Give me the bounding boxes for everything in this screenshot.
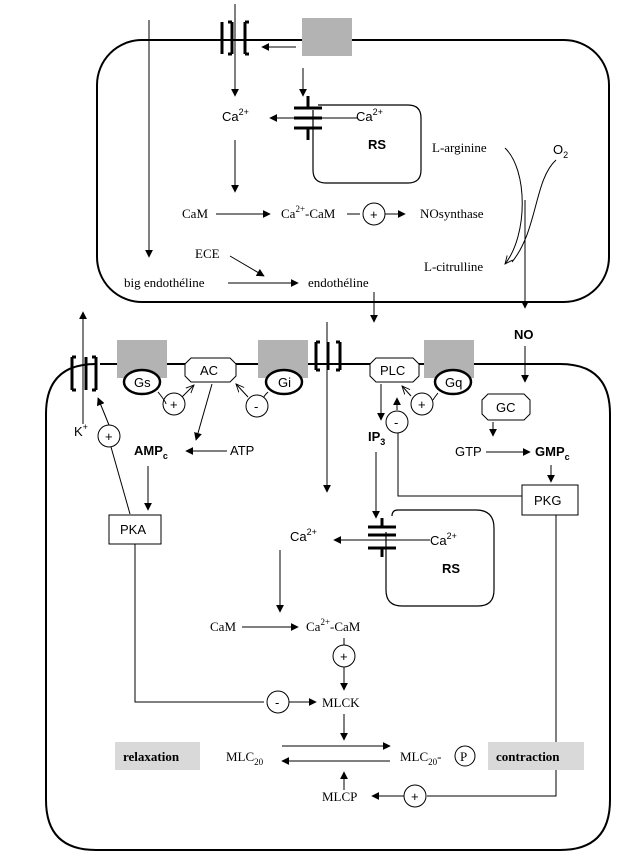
arrow-ece xyxy=(229,255,265,277)
ac-label: AC xyxy=(200,363,218,378)
gi-label: Gi xyxy=(278,375,291,390)
no-label: NO xyxy=(514,327,534,342)
plus-sign-gs: + xyxy=(170,397,178,412)
minus-sign-gi: - xyxy=(254,399,258,414)
endo-ca-rs: Ca2+ xyxy=(356,107,383,124)
pkg-label: PKG xyxy=(534,493,561,508)
endothelial-rs xyxy=(312,104,422,184)
relaxation-bg xyxy=(115,742,200,770)
k-channel xyxy=(70,355,98,392)
plus-sign-mlcp: + xyxy=(411,789,419,804)
plus-sign-gq: + xyxy=(418,397,426,412)
amp-label: AMPc xyxy=(134,443,168,461)
phosphate-circle xyxy=(454,745,476,767)
endo-cam: CaM xyxy=(182,206,208,221)
endothelial-receptor xyxy=(302,18,352,56)
endo-rs-label: RS xyxy=(368,137,386,152)
ac-enzyme xyxy=(184,357,237,383)
endothelial-membrane-channel xyxy=(220,20,249,56)
smc-ca-rs: Ca2+ xyxy=(430,531,457,548)
contraction-bg xyxy=(488,742,584,770)
pkg-box xyxy=(521,484,579,516)
minus-circle-pkg xyxy=(385,410,409,434)
plus-sign-endo: + xyxy=(370,207,378,222)
plus-circle-gs xyxy=(162,392,186,416)
gi-protein xyxy=(264,368,304,396)
endo-ca-cam: Ca2+-CaM xyxy=(281,204,336,221)
plc-enzyme xyxy=(369,357,420,383)
line-o2-consumption xyxy=(511,159,557,263)
atp-label: ATP xyxy=(230,443,254,458)
line-gi-to-minus xyxy=(263,391,269,398)
l-citrulline: L-citrulline xyxy=(424,259,483,274)
arrow-plus-to-ac xyxy=(181,385,194,398)
gq-label: Gq xyxy=(445,375,462,390)
smc-membrane-channel xyxy=(314,340,342,372)
arrow-ac-to-amp xyxy=(194,383,213,441)
contraction-label: contraction xyxy=(496,749,560,764)
ece-label: ECE xyxy=(195,246,220,261)
line-pkg-to-mlcp xyxy=(427,515,557,797)
arrow-arginine-to-citrulline xyxy=(505,147,523,264)
arrow-plus-to-k xyxy=(97,397,110,426)
rs-channel-smc xyxy=(368,518,396,557)
minus-circle-gi xyxy=(245,394,269,418)
o2-label: O2 xyxy=(553,142,568,160)
gs-protein xyxy=(122,368,162,396)
relaxation-label: relaxation xyxy=(123,749,180,764)
gc-label: GC xyxy=(496,400,516,415)
smc-ca-cam: Ca2+-CaM xyxy=(306,617,361,634)
line-pka-to-k xyxy=(110,446,131,515)
endotheline: endothéline xyxy=(308,275,369,290)
mlcp-label: MLCP xyxy=(322,789,357,804)
smooth-muscle-cell-membrane xyxy=(45,363,611,851)
l-arginine: L-arginine xyxy=(432,140,487,155)
arrow-plus-to-plc xyxy=(402,386,412,397)
endothelial-cell-membrane xyxy=(96,39,610,303)
plc-label: PLC xyxy=(380,363,405,378)
smc-rs-label: RS xyxy=(442,561,460,576)
plus-sign-k: + xyxy=(105,429,113,444)
line-gq-to-plus xyxy=(432,392,439,401)
endo-ca-cyto: Ca2+ xyxy=(222,107,249,124)
gc-enzyme xyxy=(481,393,531,421)
minus-sign-pkg: - xyxy=(394,415,398,430)
plus-sign-mlck: + xyxy=(340,649,348,664)
arrow-minus-to-ac xyxy=(236,384,249,398)
line-gs-to-plus xyxy=(157,391,167,405)
gmp-label: GMPc xyxy=(535,444,570,462)
plus-circle-gq xyxy=(410,392,434,416)
endo-nosynthase: NOsynthase xyxy=(420,206,484,221)
mlc20-p-label: MLC20- xyxy=(400,749,442,767)
gq-protein xyxy=(433,368,473,396)
minus-sign-pka: - xyxy=(275,695,279,710)
smc-ca-cyto: Ca2+ xyxy=(290,527,317,544)
smc-cam: CaM xyxy=(210,619,236,634)
ip3-label: IP3 xyxy=(368,429,385,447)
mlc20-label: MLC20 xyxy=(226,749,264,767)
pka-label: PKA xyxy=(120,522,146,537)
pka-box xyxy=(108,514,162,545)
phosphate-label: P xyxy=(460,749,467,764)
mlck-label: MLCK xyxy=(322,695,360,710)
big-endotheline: big endothéline xyxy=(124,275,205,290)
smc-rs xyxy=(385,509,495,607)
line-pka-to-mlck xyxy=(134,544,264,703)
k-ion: K+ xyxy=(74,422,88,439)
gs-label: Gs xyxy=(134,375,151,390)
line-pkg-to-minus xyxy=(397,433,522,497)
gtp-label: GTP xyxy=(455,444,482,459)
